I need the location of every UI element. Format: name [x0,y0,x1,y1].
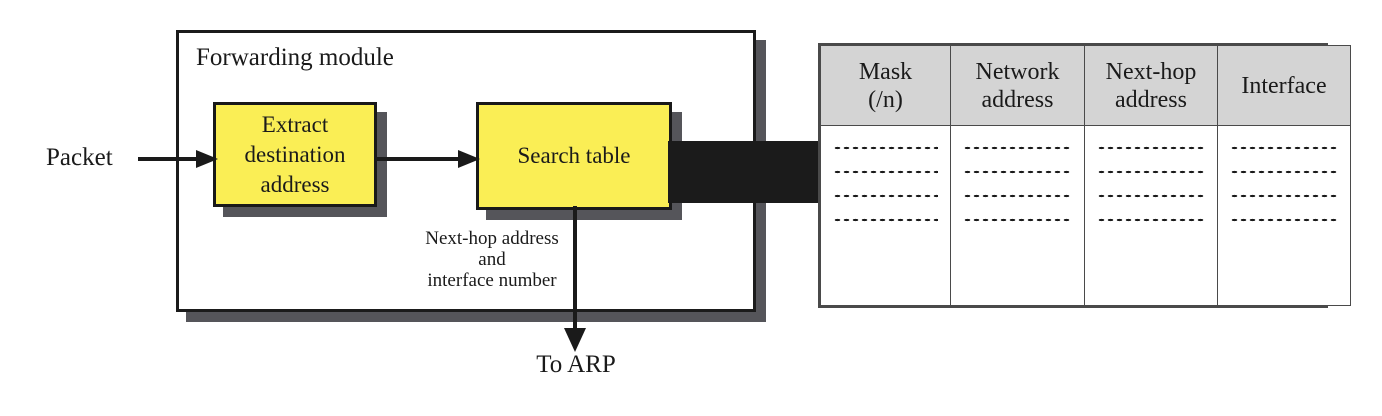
placeholder-dots [832,218,939,222]
table-connector-bar [668,141,820,203]
packet-input-arrow-icon [138,150,218,168]
search-table-block[interactable]: Search table [476,102,672,210]
cell-network-address-column [950,125,1085,306]
next-hop-address-placeholder-rows [1085,126,1217,222]
mask-placeholder-rows [821,126,950,222]
placeholder-dots [962,146,1073,150]
placeholder-dots [832,194,939,198]
routing-table-grid: Mask (/n) Network address Next-hop addre… [820,45,1351,306]
routing-table-head: Mask (/n) Network address Next-hop addre… [820,45,1351,126]
column-header-mask: Mask (/n) [820,45,951,126]
cell-mask-column [820,125,951,306]
next-hop-address-caption: Next-hop address and interface number [425,228,559,291]
extract-block-label: Extract destination address [244,111,346,197]
cell-next-hop-address-column [1084,125,1218,306]
extract-to-search-arrow-icon [374,150,480,168]
to-arp-label: To ARP [536,351,616,378]
routing-table: Mask (/n) Network address Next-hop addre… [818,43,1351,308]
placeholder-dots [1229,146,1339,150]
placeholder-dots [1096,218,1206,222]
routing-table-row [820,125,1351,306]
cell-interface-column [1217,125,1351,306]
placeholder-dots [1229,218,1339,222]
placeholder-dots [1229,194,1339,198]
column-header-interface: Interface [1217,45,1351,126]
network-address-placeholder-rows [951,126,1084,222]
placeholder-dots [1096,146,1206,150]
placeholder-dots [962,170,1073,174]
placeholder-dots [832,170,939,174]
search-block-label: Search table [517,143,631,168]
forwarding-module-title: Forwarding module [196,44,394,71]
placeholder-dots [962,218,1073,222]
routing-table-body [820,125,1351,306]
placeholder-dots [962,194,1073,198]
routing-table-header-row: Mask (/n) Network address Next-hop addre… [820,45,1351,126]
placeholder-dots [1096,170,1206,174]
interface-placeholder-rows [1218,126,1350,222]
column-header-next-hop-address: Next-hop address [1084,45,1218,126]
column-header-network-address: Network address [950,45,1085,126]
placeholder-dots [832,146,939,150]
placeholder-dots [1229,170,1339,174]
packet-input-label: Packet [46,144,113,171]
extract-destination-address-block[interactable]: Extract destination address [213,102,377,207]
placeholder-dots [1096,194,1206,198]
to-arp-arrow-icon [564,206,586,352]
